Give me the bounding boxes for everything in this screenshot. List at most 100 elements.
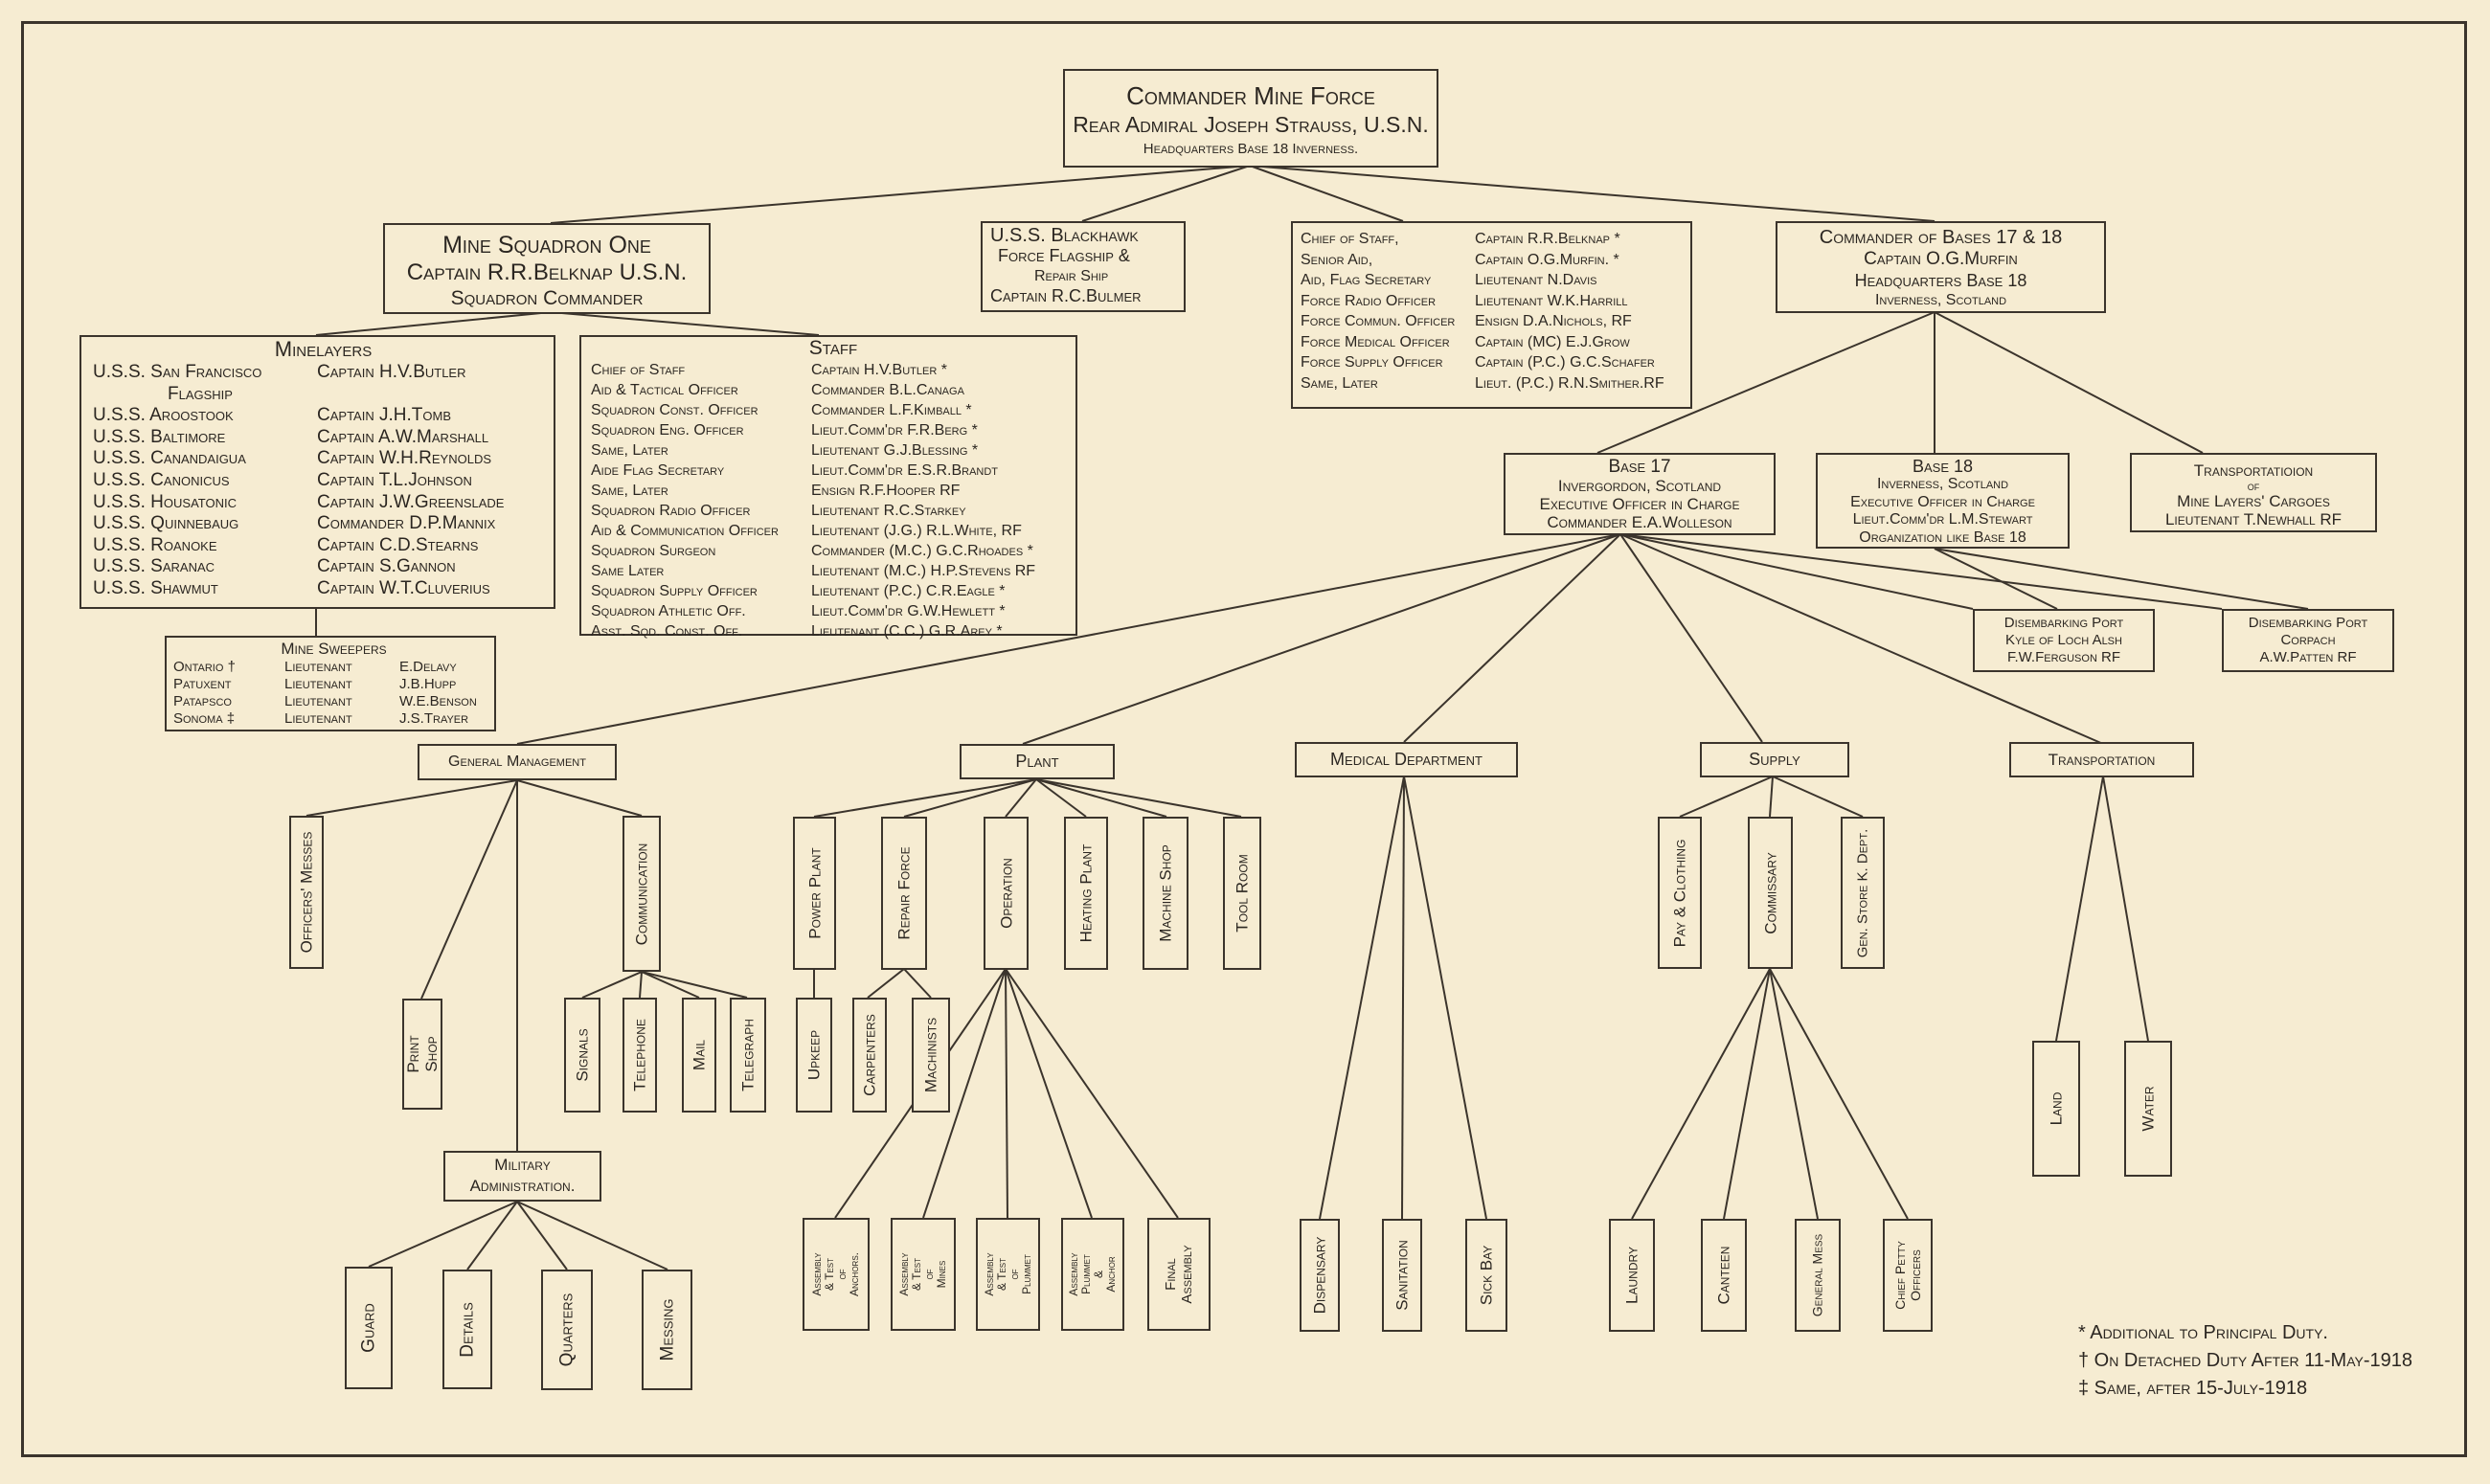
minelayer-r1-c1 [317, 384, 554, 406]
unit-guard: Guard [345, 1267, 393, 1389]
staff-r7-c1: Lieutenant R.C.Starkey [811, 503, 966, 519]
force-staff-r0-c0: Chief of Staff, [1301, 231, 1399, 247]
minelayer-r7-c1: Commander D.P.Mannix [317, 513, 496, 534]
legend-same-after: ‡ Same, after 15-July-1918 [2078, 1378, 2308, 1399]
unit-machinists: Machinists [912, 998, 950, 1113]
base17-place: Invergordon, Scotland [1557, 477, 1722, 495]
force-staff-r4-c1: Ensign D.A.Nichols, RF [1475, 313, 1632, 329]
unit-laundry: Laundry [1609, 1219, 1655, 1332]
base18-title: Base 18 [1912, 457, 1974, 476]
staff-r12-c0: Squadron Athletic Off. [591, 603, 746, 619]
military-administration-box: Military Administration. [443, 1151, 601, 1202]
unit-repair-force-label: Repair Force [894, 846, 914, 940]
minelayer-r4-c1: Captain W.H.Reynolds [317, 448, 492, 469]
minelayer-r8-c1: Captain C.D.Stearns [317, 534, 479, 555]
unit-print-shop-label-1: Print [404, 1035, 422, 1073]
port-kyle-name: F.W.Ferguson RF [2006, 649, 2121, 665]
unit-canteen-label: Canteen [1714, 1246, 1733, 1305]
unit-print-shop-label-2: Shop [422, 1036, 441, 1072]
unit-operation: Operation [984, 817, 1029, 970]
unit-chief-petty-l1: Chief Petty [1892, 1241, 1908, 1310]
bases-commander-place: Inverness, Scotland [1874, 292, 2007, 308]
base17-title: Base 17 [1608, 457, 1671, 477]
staff-r10-c0: Same Later [591, 563, 665, 579]
cargo-transport-of: of [2247, 479, 2260, 493]
sweeper-r3-c2: J.S.Trayer [399, 710, 469, 727]
legend-additional-duty: * Additional to Principal Duty. [2078, 1322, 2328, 1343]
minelayer-r2-c0: U.S.S. Aroostook [93, 405, 234, 426]
unit-pay-clothing: Pay & Clothing [1658, 817, 1702, 969]
unit-guard-label: Guard [358, 1303, 379, 1353]
sweeper-r1-c1: Lieutenant [284, 676, 352, 692]
minelayer-r5-c1: Captain T.L.Johnson [317, 469, 472, 490]
bases-commander-name: Captain O.G.Murfin [1864, 249, 2018, 269]
dept-transportation-label: Transportation [2048, 751, 2156, 769]
blackhawk-captain: Captain R.C.Bulmer [990, 286, 1142, 305]
unit-water-label: Water [2139, 1086, 2158, 1132]
staff-r10-c1: Lieutenant (M.C.) H.P.Stevens RF [811, 563, 1036, 579]
base17-box: Base 17 Invergordon, Scotland Executive … [1504, 453, 1776, 535]
cargo-transport-cargo: Mine Layers' Cargoes [2177, 492, 2330, 510]
force-staff-r6-c1: Captain (P.C.) G.C.Schafer [1475, 354, 1655, 371]
commander-box: Commander Mine Force Rear Admiral Joseph… [1063, 69, 1438, 168]
minelayer-r3-c0: U.S.S. Baltimore [93, 426, 226, 447]
dept-supply-label: Supply [1749, 750, 1800, 769]
minelayer-r6-c0: U.S.S. Housatonic [93, 491, 237, 512]
commander-title: Commander Mine Force [1126, 81, 1375, 110]
unit-gen-store-label: Gen. Store K. Dept. [1854, 828, 1871, 957]
unit-commissary: Commissary [1748, 817, 1793, 969]
unit-heating-plant-label: Heating Plant [1076, 843, 1096, 943]
staff-r3-c1: Lieut.Comm'dr F.R.Berg * [811, 422, 978, 438]
base17-role: Executive Officer in Charge [1539, 495, 1740, 513]
force-staff-r5-c0: Force Medical Officer [1301, 333, 1450, 350]
staff-r7-c0: Squadron Radio Officer [591, 503, 751, 519]
base18-note: Organization like Base 18 [1859, 528, 2026, 546]
cargo-transport-name: Lieutenant T.Newhall RF [2164, 510, 2343, 528]
unit-officers-messes-label: Officers' Messes [297, 831, 316, 954]
unit-general-mess: General Mess [1795, 1219, 1841, 1332]
staff-r12-c1: Lieut.Comm'dr G.W.Hewlett * [811, 603, 1006, 619]
sweeper-r2-c2: W.E.Benson [399, 693, 477, 709]
minelayer-r0-c1: Captain H.V.Butler [317, 362, 466, 382]
minelayer-r3-c1: Captain A.W.Marshall [317, 426, 489, 447]
base18-name: Lieut.Comm'dr L.M.Stewart [1852, 511, 2033, 528]
port-corpach-name: A.W.Patten RF [2259, 649, 2357, 665]
sweeper-r0-c2: E.Delavy [399, 659, 457, 675]
unit-machine-shop-label: Machine Shop [1156, 844, 1175, 942]
minelayer-r2-c1: Captain J.H.Tomb [317, 405, 451, 426]
force-staff-r2-c1: Lieutenant N.Davis [1475, 272, 1597, 288]
squadron-role: Squadron Commander [450, 287, 644, 309]
staff-title: Staff [808, 337, 858, 359]
unit-sick-bay: Sick Bay [1465, 1219, 1507, 1332]
unit-details: Details [442, 1270, 492, 1389]
minelayer-r1-c0: Flagship [168, 383, 233, 404]
force-staff-r0-c1: Captain R.R.Belknap * [1475, 231, 1620, 247]
base18-place: Inverness, Scotland [1876, 476, 2009, 492]
base17-name: Commander E.A.Wolleson [1547, 513, 1732, 531]
squadron-name: Captain R.R.Belknap U.S.N. [406, 259, 688, 285]
minelayer-r8-c0: U.S.S. Roanoke [93, 534, 217, 555]
unit-laundry-label: Laundry [1622, 1247, 1641, 1304]
staff-r11-c0: Squadron Supply Officer [591, 583, 758, 599]
unit-signals-label: Signals [573, 1028, 592, 1082]
blackhawk-box: U.S.S. Blackhawk Force Flagship & Repair… [981, 221, 1186, 312]
force-staff-r1-c1: Captain O.G.Murfin. * [1475, 251, 1619, 268]
unit-repair-force: Repair Force [881, 817, 927, 970]
unit-officers-messes: Officers' Messes [289, 816, 324, 969]
unit-water: Water [2124, 1041, 2172, 1177]
staff-r0-c0: Chief of Staff [591, 362, 686, 378]
staff-r4-c0: Same, Later [591, 442, 668, 459]
minelayer-r0-c0: U.S.S. San Francisco [93, 362, 262, 382]
unit-telephone: Telephone [622, 998, 657, 1113]
unit-mail: Mail [682, 998, 716, 1113]
unit-commissary-label: Commissary [1761, 851, 1779, 934]
asm-pa-l4: Anchor [1104, 1256, 1118, 1293]
staff-r2-c0: Squadron Const. Officer [591, 402, 758, 418]
minelayer-r5-c0: U.S.S. Canonicus [93, 469, 230, 490]
legend-detached-duty: † On Detached Duty After 11-May-1918 [2078, 1350, 2412, 1371]
bases-commander-box: Commander of Bases 17 & 18 Captain O.G.M… [1776, 221, 2106, 313]
